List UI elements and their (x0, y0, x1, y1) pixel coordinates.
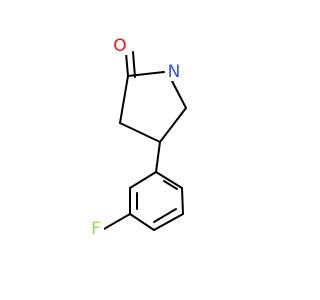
nitrogen-label: N (168, 62, 181, 82)
oxygen-atom: O (112, 36, 128, 56)
aromatic-inner-1 (163, 180, 178, 190)
bond-c3-c4 (119, 122, 161, 143)
bond-ph1-ph2 (155, 171, 183, 189)
fluorine-label: F (91, 219, 101, 239)
bond-c5-n1 (171, 80, 187, 109)
bond-c4-c5 (159, 107, 187, 143)
molecule-structure: O N F (90, 36, 187, 239)
bond-c4-phenyl (155, 141, 161, 173)
bond-ph6-ph1 (129, 171, 157, 189)
bond-ph3-ph4 (153, 213, 184, 231)
oxygen-label: O (113, 36, 126, 56)
fluorine-atom: F (90, 219, 104, 239)
bond-c2-o-1 (125, 52, 129, 77)
bond-ph5-f (103, 213, 131, 230)
bond-ph4-ph5 (129, 213, 155, 231)
bond-n1-c2 (127, 71, 165, 77)
nitrogen-atom: N (167, 62, 183, 82)
bond-c2-o-2 (132, 51, 136, 78)
aromatic-inner-2 (153, 208, 177, 223)
bond-ph2-ph3 (181, 187, 184, 215)
bond-c2-c3 (119, 75, 129, 124)
structure-canvas: O N F (90, 36, 187, 239)
